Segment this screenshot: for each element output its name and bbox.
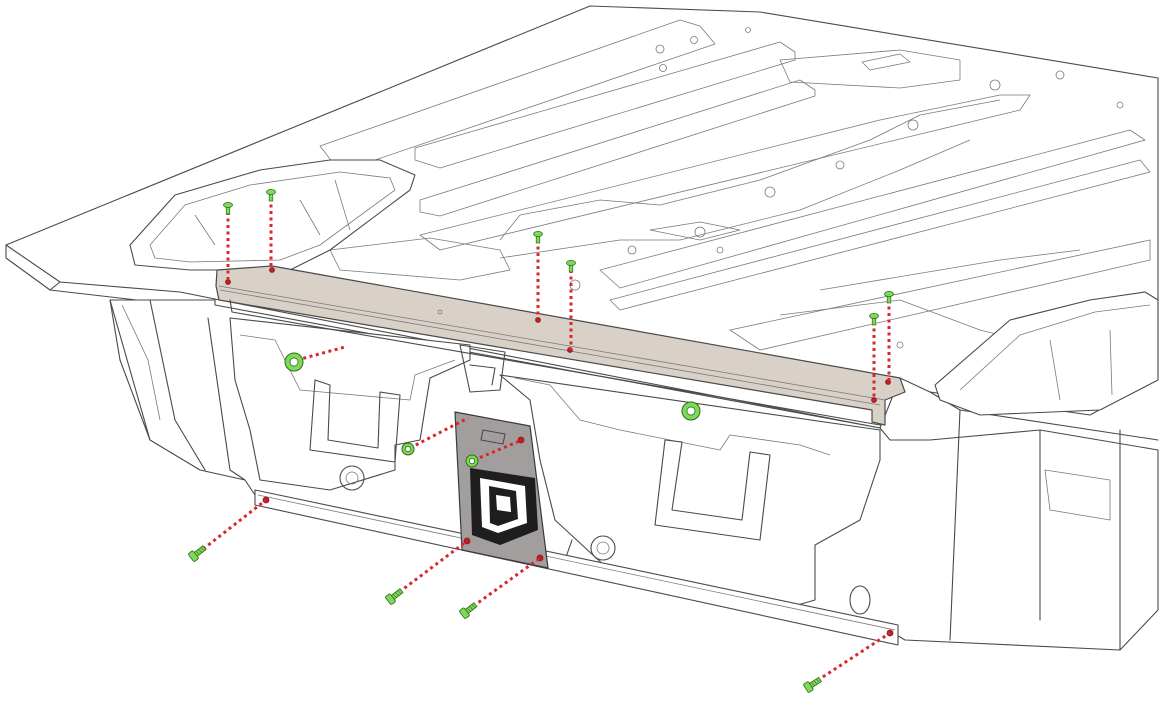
install-path-11 bbox=[393, 539, 468, 598]
install-path-8 bbox=[409, 416, 469, 450]
green-bolt-icon bbox=[884, 290, 894, 304]
install-path-7 bbox=[296, 345, 346, 362]
brand-logo-icon bbox=[470, 468, 538, 545]
rail-top-hole-5 bbox=[871, 397, 877, 403]
green-bolt-icon bbox=[459, 602, 478, 619]
green-bolt-icon bbox=[385, 588, 404, 605]
green-bolt-icon bbox=[803, 676, 822, 693]
green-bolt-icon bbox=[681, 401, 701, 421]
install-paths bbox=[197, 198, 891, 686]
green-bolt-icon bbox=[401, 442, 415, 456]
deck-panels bbox=[319, 19, 1151, 351]
green-bolt-icon bbox=[465, 454, 479, 468]
install-path-12 bbox=[467, 556, 541, 612]
logo-plate bbox=[454, 411, 549, 569]
bottom-rail bbox=[254, 489, 899, 646]
green-bolt-icon bbox=[869, 312, 879, 326]
left-drawer-handle bbox=[309, 379, 401, 463]
left-wheel-well bbox=[129, 159, 416, 271]
green-bolt-icon bbox=[284, 352, 304, 372]
green-bolt-icon bbox=[188, 545, 207, 562]
fasteners bbox=[188, 188, 894, 693]
install-path-9 bbox=[473, 438, 523, 462]
green-bolt-icon bbox=[223, 201, 233, 215]
top-rail-bar bbox=[215, 265, 906, 426]
green-bolt-icon bbox=[266, 188, 276, 202]
plate-hole-1 bbox=[517, 436, 525, 444]
right-wheel bbox=[590, 535, 616, 561]
green-bolt-icon bbox=[533, 230, 543, 244]
right-drawer-handle bbox=[654, 439, 771, 541]
rail-top-hole-2 bbox=[269, 267, 275, 273]
green-bolt-icon bbox=[566, 259, 576, 273]
rail-top-hole-3 bbox=[535, 317, 541, 323]
right-wheel-well bbox=[934, 291, 1159, 416]
install-path-10 bbox=[197, 498, 267, 555]
left-wheel bbox=[339, 465, 365, 491]
rail-top-hole-1 bbox=[225, 279, 231, 285]
top-rail bbox=[215, 265, 906, 426]
install-path-13 bbox=[811, 631, 891, 686]
